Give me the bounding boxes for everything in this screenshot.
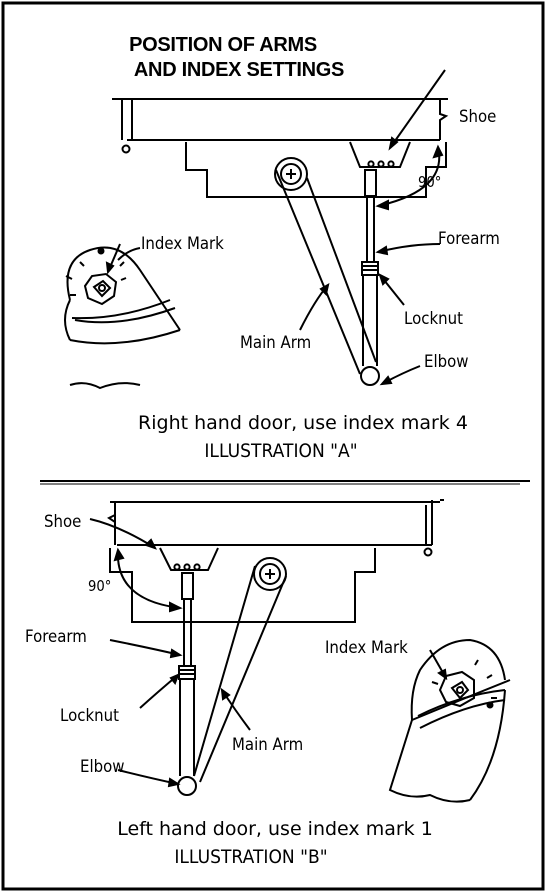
elbow-a [360, 366, 380, 386]
index-detail-b [388, 638, 511, 803]
illustration-b-drawing [89, 499, 511, 803]
caption-b: Left hand door, use index mark 1 [117, 818, 433, 840]
illustration-a-name: ILLUSTRATION "A" [204, 440, 358, 462]
label-angle-a: 90° [418, 173, 442, 191]
label-shoe-a: Shoe [459, 107, 497, 127]
forearm-a [364, 169, 377, 197]
label-angle-b: 90° [88, 577, 112, 595]
diagram-title-line2: AND INDEX SETTINGS [133, 59, 345, 81]
illustration-b-name: ILLUSTRATION "B" [174, 846, 328, 868]
index-detail-a [64, 243, 181, 390]
label-locknut-b: Locknut [60, 706, 119, 726]
door-frame-a [112, 98, 448, 141]
forearm-b [181, 572, 194, 600]
label-main-arm-a: Main Arm [240, 333, 312, 353]
shoe-a [349, 141, 411, 168]
locknut-a [361, 261, 379, 276]
main-arm-b [193, 565, 287, 783]
label-forearm-a: Forearm [438, 229, 500, 249]
label-main-arm-b: Main Arm [232, 735, 304, 755]
locknut-b [178, 665, 196, 680]
label-shoe-b: Shoe [44, 512, 82, 532]
label-index-mark-a: Index Mark [141, 234, 224, 254]
caption-a: Right hand door, use index mark 4 [138, 412, 468, 434]
closer-body-b [109, 548, 376, 623]
diagram-title-line1: POSITION OF ARMS [129, 34, 317, 56]
closer-body-a [185, 142, 447, 198]
main-arm-a [275, 169, 377, 375]
illustration-a-drawing [64, 69, 449, 390]
door-frame-b [110, 499, 444, 546]
label-elbow-b: Elbow [80, 757, 125, 777]
elbow-b [177, 776, 197, 796]
shoe-b [159, 547, 219, 571]
label-forearm-b: Forearm [25, 627, 87, 647]
label-locknut-a: Locknut [404, 309, 463, 329]
label-index-mark-b: Index Mark [325, 638, 408, 658]
label-elbow-a: Elbow [424, 352, 469, 372]
